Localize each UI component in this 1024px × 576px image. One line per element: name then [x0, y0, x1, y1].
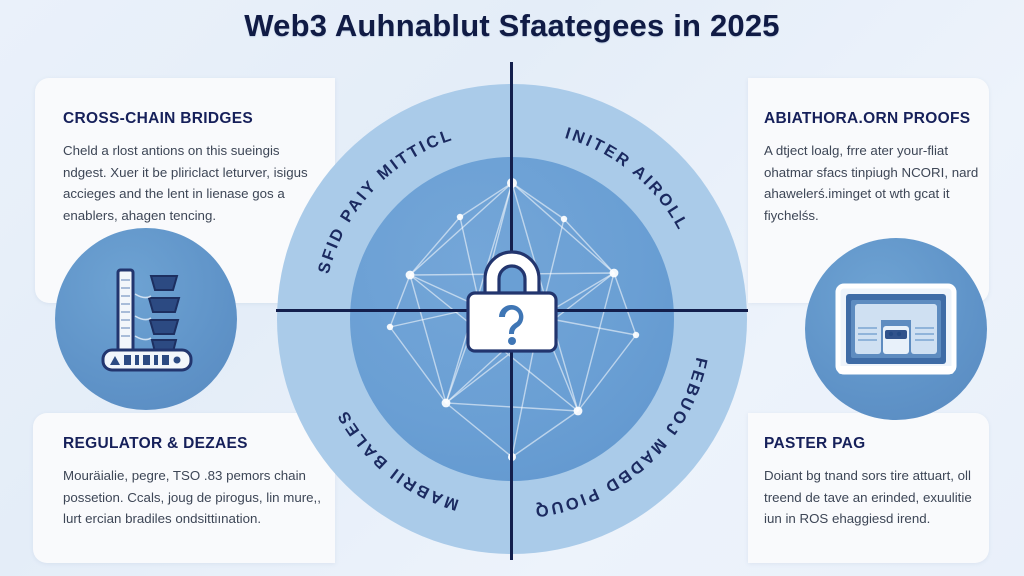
panel-body: Doiant bg tnand sors tire attuart, oll t… — [764, 468, 972, 527]
panel-paster-pag: PASTER PAG Doiant bg tnand sors tire att… — [748, 413, 989, 563]
panel-body: A dtject loalg, frre ater your-fliat oha… — [764, 143, 979, 223]
panel-body: Cheld a rlost antions on this sueingis n… — [63, 143, 308, 223]
panel-heading: REGULATOR & DEZAES — [63, 435, 248, 452]
server-screen-icon — [805, 238, 987, 420]
panel-heading: CROSS-CHAIN BRIDGES — [63, 110, 253, 127]
panel-regulator-dezaes: REGULATOR & DEZAES Mouräialie, pegre, TS… — [33, 413, 335, 563]
panel-body: Mouräialie, pegre, TSO .83 pemors chain … — [63, 468, 321, 527]
panel-heading: ABIATHORA.ORN PROOFS — [764, 110, 971, 127]
page-title: Web3 Auhnablut Sfaategees in 2025 — [244, 8, 780, 43]
padlock-question-icon — [455, 243, 569, 359]
bridge-pillar-icon — [55, 228, 237, 410]
panel-heading: PASTER PAG — [764, 435, 866, 452]
